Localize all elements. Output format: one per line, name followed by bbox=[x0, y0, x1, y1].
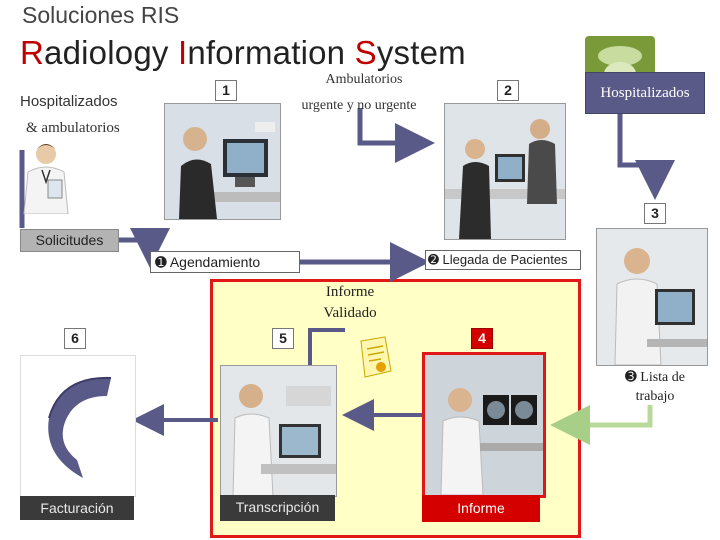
hospitalizados-box[interactable]: Hospitalizados bbox=[585, 72, 705, 114]
title-letter-i: I bbox=[177, 34, 188, 71]
arrow-hospitalizados bbox=[617, 112, 675, 200]
label-informe-validado-2: Validado bbox=[323, 305, 377, 321]
billing-c-icon bbox=[20, 355, 136, 497]
llegada-pacientes-box[interactable]: ➋ Llegada de Pacientes bbox=[425, 250, 581, 270]
title-letter-s: S bbox=[354, 34, 377, 71]
title-part-ystem: ystem bbox=[376, 34, 466, 71]
transcripcion-label[interactable]: Transcripción bbox=[220, 495, 335, 521]
page-subtitle: Soluciones RIS bbox=[22, 2, 180, 28]
title-part-nformation: nformation bbox=[187, 34, 355, 71]
label-lista-trabajo-2: trabajo bbox=[635, 389, 675, 404]
photo-radiologist-report bbox=[422, 352, 546, 498]
label-ambulatorios-left: & ambulatorios bbox=[26, 120, 120, 136]
label-lista-trabajo-1: ➌ Lista de bbox=[625, 370, 685, 385]
title-part-adiology: adiology bbox=[44, 34, 178, 71]
facturacion-label[interactable]: Facturación bbox=[20, 496, 134, 520]
doctor-icon bbox=[18, 140, 74, 215]
solicitudes-box[interactable]: Solicitudes bbox=[20, 229, 119, 252]
title-letter-r: R bbox=[20, 34, 45, 71]
label-urgente: urgente y no urgente bbox=[301, 98, 417, 113]
agendamiento-box[interactable]: ➊ Agendamiento bbox=[150, 251, 300, 273]
photo-worklist-technician bbox=[596, 228, 708, 366]
step-1-badge: 1 bbox=[215, 80, 237, 101]
photo-scheduling-operator bbox=[164, 103, 281, 220]
label-hospitalizados-left: Hospitalizados bbox=[20, 93, 118, 110]
page-title: Radiology Information System bbox=[20, 34, 466, 72]
arrow-solicitudes bbox=[118, 228, 170, 268]
step-2-badge: 2 bbox=[497, 80, 519, 101]
photo-reception-desk bbox=[444, 103, 566, 240]
step-6-badge: 6 bbox=[64, 328, 86, 349]
label-ambulatorios: Ambulatorios bbox=[325, 72, 403, 87]
document-seal-icon bbox=[355, 335, 395, 379]
step-5-badge: 5 bbox=[272, 328, 294, 349]
photo-transcription bbox=[220, 365, 337, 497]
label-informe-validado-1: Informe bbox=[325, 284, 375, 300]
step-3-badge: 3 bbox=[644, 203, 666, 224]
step-4-badge: 4 bbox=[471, 328, 493, 349]
informe-label[interactable]: Informe bbox=[422, 495, 540, 522]
